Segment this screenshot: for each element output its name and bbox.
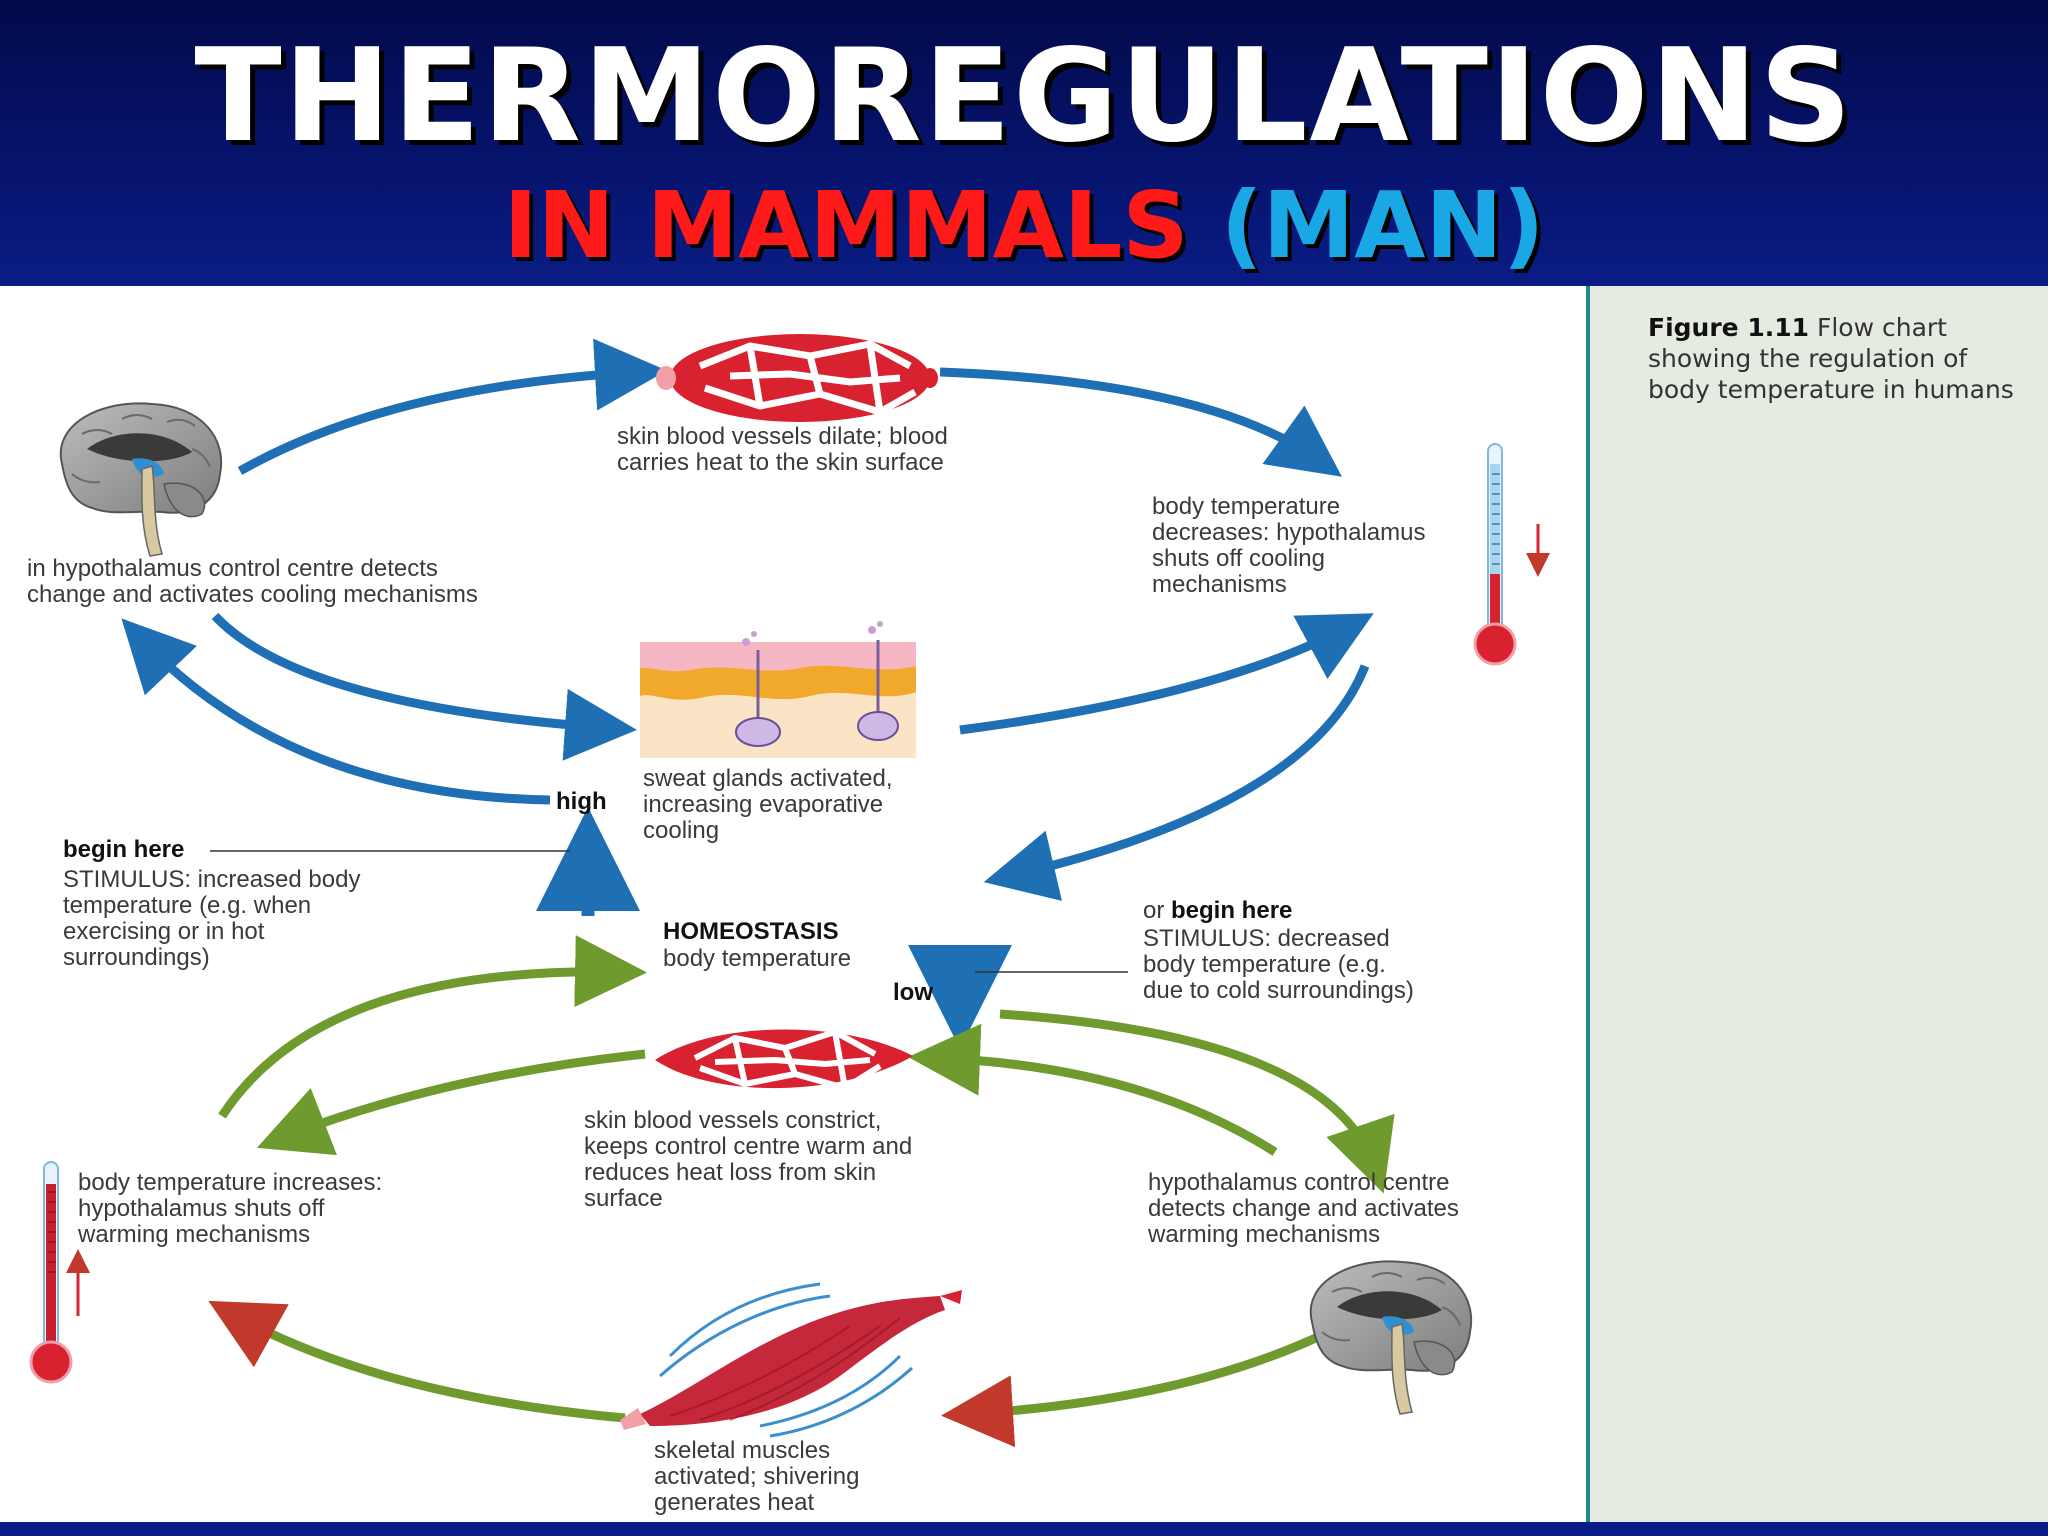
arrow-temp-decrease-to-homeostasis xyxy=(983,664,1370,901)
label-hypothalamus-cooling: in hypothalamus control centre detects c… xyxy=(27,555,478,608)
arrow-increase-to-homeostasis xyxy=(218,935,647,1119)
arrow-brain-to-muscle xyxy=(941,1331,1322,1448)
label-homeostasis-sub: body temperature xyxy=(663,945,852,972)
arrow-sweat-to-temp-decrease xyxy=(959,613,1374,735)
arrow-high-to-brain xyxy=(121,618,551,805)
label-low: low xyxy=(893,979,933,1006)
label-stimulus-increase: STIMULUS: increased body temperature (e.… xyxy=(63,866,361,971)
label-temp-decreases: body temperature decreases: hypothalamus… xyxy=(1152,493,1426,598)
arrow-constrict-to-temp-increase xyxy=(256,1049,646,1156)
label-or: or xyxy=(1143,897,1165,924)
subtitle-man: (MAN) xyxy=(1220,172,1545,279)
label-high: high xyxy=(556,788,607,815)
label-or-begin-here: or begin here xyxy=(1143,898,1292,924)
label-vessels-dilate: skin blood vessels dilate; blood carries… xyxy=(617,423,948,476)
figure-caption: Figure 1.11 Flow chart showing the regul… xyxy=(1648,312,2028,405)
page-title: THERMOREGULATIONS xyxy=(194,22,1854,171)
label-sweat-glands: sweat glands activated, increasing evapo… xyxy=(643,765,893,844)
label-hypothalamus-warming: hypothalamus control centre detects chan… xyxy=(1148,1169,1459,1248)
constricted-vessels-icon xyxy=(655,1028,913,1092)
label-begin-here-2: begin here xyxy=(1171,897,1293,924)
arrow-low-to-brain-warming xyxy=(999,1009,1395,1194)
caption-panel: Figure 1.11 Flow chart showing the regul… xyxy=(1586,286,2048,1522)
arrow-muscle-to-temp-increase xyxy=(208,1300,626,1423)
label-begin-here: begin here xyxy=(63,836,185,863)
brain-icon xyxy=(59,402,223,557)
thermometer-falling-icon xyxy=(1473,443,1517,666)
arrow-dilate-to-temp-decrease xyxy=(939,367,1342,477)
label-vessels-constrict: skin blood vessels constrict, keeps cont… xyxy=(584,1107,913,1212)
label-homeostasis: HOMEOSTASIS xyxy=(663,918,839,945)
arrow-brain-to-dilate xyxy=(237,338,667,475)
brain-icon xyxy=(1309,1260,1473,1415)
diagram-graphics xyxy=(29,334,1550,1448)
label-temp-increases: body temperature increases: hypothalamus… xyxy=(78,1169,383,1248)
label-stimulus-decrease: STIMULUS: decreased body temperature (e.… xyxy=(1143,925,1414,1004)
label-shivering: skeletal muscles activated; shivering ge… xyxy=(654,1437,860,1516)
skeletal-muscle-icon xyxy=(620,1282,962,1438)
bottom-bar xyxy=(0,1522,2048,1536)
arrow-brain-to-constrict xyxy=(908,1023,1278,1156)
subtitle-mammals: IN MAMMALS xyxy=(503,172,1189,279)
thermometer-rising-icon xyxy=(29,1161,73,1384)
dilated-vessels-icon xyxy=(656,334,938,422)
page-subtitle: IN MAMMALS (MAN) xyxy=(0,176,2048,276)
thermoregulation-diagram: skin blood vessels dilate; blood carries… xyxy=(0,286,1586,1522)
figure-caption-text: Flow chart showing the regulation of bod… xyxy=(1648,313,2014,404)
skin-sweat-gland-icon xyxy=(640,620,916,758)
title-banner: THERMOREGULATIONS IN MAMMALS (MAN) xyxy=(0,0,2048,286)
figure-label: Figure 1.11 xyxy=(1648,313,1810,342)
arrow-brain-to-sweat xyxy=(211,612,637,761)
